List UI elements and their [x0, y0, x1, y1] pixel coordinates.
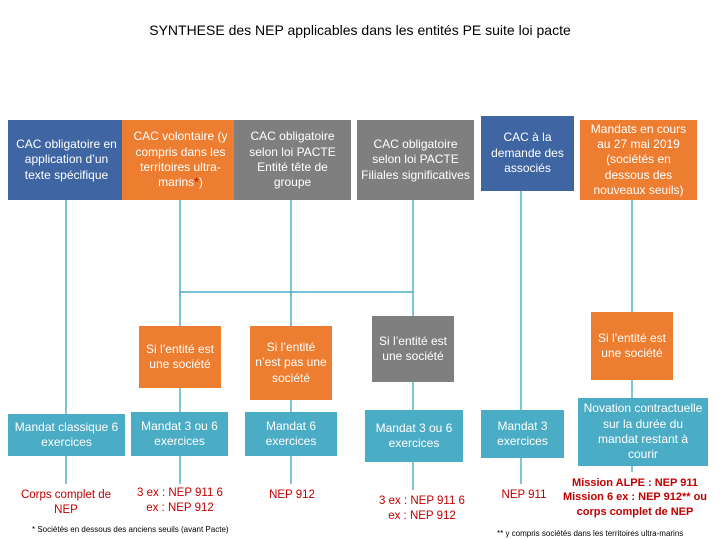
footnote-left: * Sociétés en dessous des anciens seuils…	[32, 525, 229, 534]
condition-col6: Si l’entité est une société	[591, 312, 673, 380]
condition-col2: Si l’entité est une société	[139, 326, 221, 388]
header-cac-pacte-filiales: CAC obligatoire selon loi PACTE Filiales…	[357, 120, 474, 200]
header-cac-volontaire: CAC volontaire (y compris dans les terri…	[122, 120, 239, 200]
mandat-col3: Mandat 6 exercices	[245, 412, 337, 456]
header-cac-texte-specifique: CAC obligatoire en application d’un text…	[8, 120, 125, 200]
mandat-col6: Novation contractuelle sur la durée du m…	[578, 398, 708, 466]
page-title: SYNTHESE des NEP applicables dans les en…	[149, 22, 571, 38]
nep-col2: 3 ex : NEP 911 6 ex : NEP 912	[137, 487, 223, 514]
mandat-col2: Mandat 3 ou 6 exercices	[131, 412, 228, 456]
condition-col4: Si l’entité est une société	[372, 316, 454, 382]
condition-col3: Si l’entité n’est pas une société	[250, 326, 332, 400]
header-mandats-en-cours: Mandats en cours au 27 mai 2019 (société…	[580, 120, 697, 200]
header-cac-pacte-tete-groupe: CAC obligatoire selon loi PACTE Entité t…	[234, 120, 351, 200]
nep-col1: Corps complet de NEP	[20, 489, 112, 516]
nep-col5: NEP 911	[501, 489, 547, 501]
mandat-col4: Mandat 3 ou 6 exercices	[365, 410, 463, 462]
connector-line	[179, 291, 414, 316]
mandat-col5: Mandat 3 exercices	[481, 410, 564, 458]
nep-col6: Mission ALPE : NEP 911 Mission 6 ex : NE…	[562, 477, 708, 518]
footnote-right: ** y compris sociétés dans les territoir…	[497, 529, 684, 538]
nep-col3: NEP 912	[269, 489, 315, 501]
mandat-col1: Mandat classique 6 exercices	[8, 414, 125, 456]
header-cac-demande-associes: CAC à la demande des associés	[481, 116, 574, 191]
nep-col4: 3 ex : NEP 911 6 ex : NEP 912	[379, 495, 465, 522]
